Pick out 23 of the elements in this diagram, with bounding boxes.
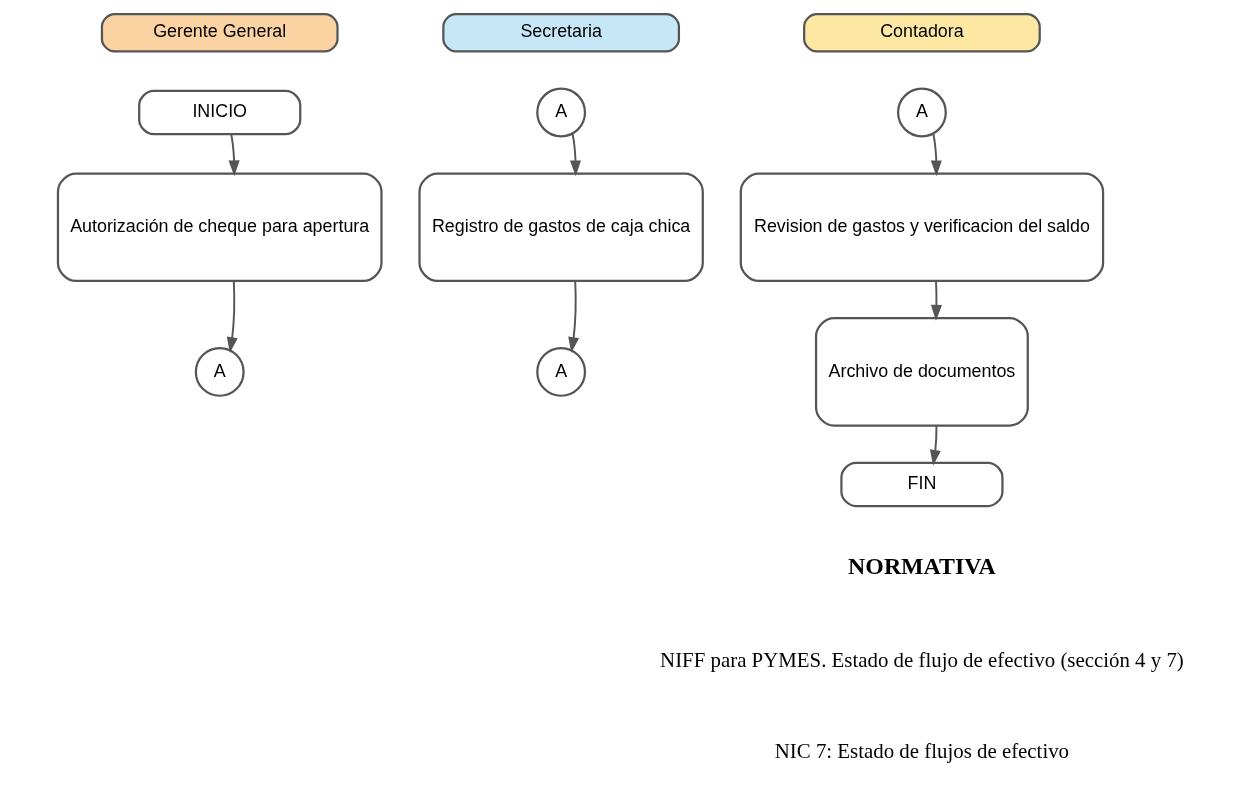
node-box: Secretaria (442, 12, 681, 53)
node-box: Gerente General (100, 12, 339, 53)
node-box: Registro de gastos de caja chica (418, 172, 704, 283)
arrow (930, 133, 942, 177)
arrow (568, 280, 580, 353)
node-box: Revision de gastos y verificacion del saldo (739, 172, 1105, 283)
node-box: Archivo de documentos (814, 317, 1029, 427)
arrow (569, 133, 582, 177)
label: NORMATIVA (848, 553, 996, 580)
arrow (930, 280, 942, 321)
label: NIFF para PYMES. Estado de flujo de efectivo (sección 4 y 7) (660, 647, 1184, 672)
node-box: Autorización de cheque para apertura (56, 172, 383, 283)
node-circle: A (536, 346, 587, 397)
node-circle: A (896, 87, 947, 138)
arrow (929, 424, 941, 466)
node-box: Contadora (803, 12, 1041, 53)
node-box: INICIO (138, 89, 302, 136)
node-box: FIN (840, 461, 1004, 508)
arrow (228, 133, 240, 177)
label: NIC 7: Estado de flujos de efectivo (774, 738, 1070, 763)
node-circle: A (536, 87, 587, 138)
node-circle: A (194, 346, 245, 397)
arrow (226, 280, 238, 353)
